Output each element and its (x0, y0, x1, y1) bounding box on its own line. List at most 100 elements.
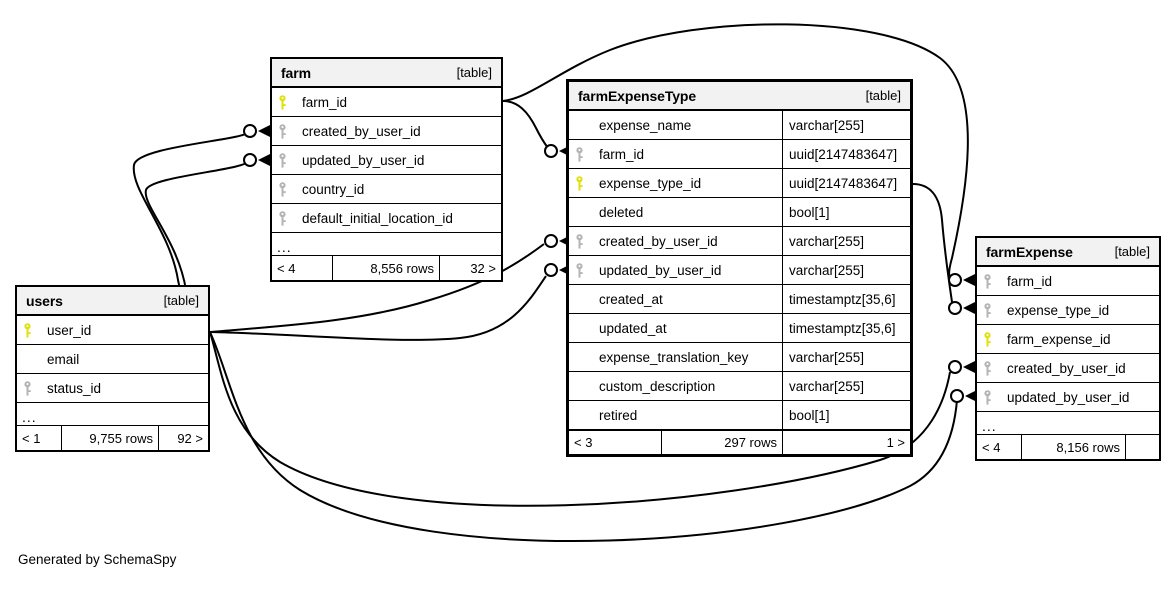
table-row[interactable]: farm_expense_id (977, 325, 1159, 354)
table-row[interactable]: expense_type_id (977, 296, 1159, 325)
table-farmexpense[interactable]: farmExpense [table] farm_id expense_type… (975, 236, 1161, 461)
column-name: updated_at (599, 320, 667, 336)
key-icon-primary (17, 316, 37, 344)
table-row[interactable]: farm_id (272, 88, 501, 117)
key-slot-empty (569, 198, 589, 226)
table-row[interactable]: default_initial_location_id (272, 204, 501, 233)
key-icon-foreign (272, 146, 292, 174)
key-icon-foreign (272, 117, 292, 145)
column-name: email (47, 351, 80, 367)
table-farm-tag: [table] (456, 65, 492, 80)
table-row[interactable]: expense_type_id uuid[2147483647] (569, 169, 910, 198)
key-icon-primary (977, 325, 997, 353)
key-slot-empty (569, 111, 589, 139)
table-farm[interactable]: farm [table] farm_id created_by_user_id … (270, 57, 503, 282)
child-count[interactable]: 32 > (439, 256, 501, 280)
child-count[interactable] (1125, 435, 1159, 459)
row-count: 297 rows (661, 431, 782, 454)
key-icon-foreign (977, 383, 997, 411)
column-type: varchar[255] (782, 372, 910, 400)
column-type: uuid[2147483647] (782, 169, 910, 197)
table-row[interactable]: updated_by_user_id (977, 383, 1159, 412)
table-row[interactable]: email (17, 345, 208, 374)
column-type: uuid[2147483647] (782, 140, 910, 168)
table-users-tag: [table] (163, 293, 199, 308)
generator-credit: Generated by SchemaSpy (18, 552, 177, 567)
key-icon-foreign (977, 267, 997, 295)
more-columns-indicator: ... (17, 403, 208, 426)
table-row[interactable]: user_id (17, 316, 208, 345)
key-icon-foreign (977, 296, 997, 324)
key-icon-foreign (272, 175, 292, 203)
table-row[interactable]: created_by_user_id (977, 354, 1159, 383)
key-slot-empty (569, 343, 589, 371)
column-name: default_initial_location_id (302, 210, 453, 226)
column-type: varchar[255] (782, 111, 910, 139)
table-farmexpensetype-header: farmExpenseType [table] (569, 82, 910, 111)
column-name: created_at (599, 291, 663, 307)
table-farmexpense-header: farmExpense [table] (977, 238, 1159, 267)
table-farm-title: farm (281, 64, 311, 81)
key-icon-foreign (569, 256, 589, 284)
column-name: custom_description (599, 378, 716, 394)
table-row[interactable]: country_id (272, 175, 501, 204)
table-users-footer: < 1 9,755 rows 92 > (17, 426, 208, 450)
table-row[interactable]: updated_at timestamptz[35,6] (569, 314, 910, 343)
column-name: retired (599, 407, 638, 423)
column-name: created_by_user_id (599, 233, 718, 249)
table-users[interactable]: users [table] user_id email status_id ..… (15, 285, 210, 452)
table-row[interactable]: deleted bool[1] (569, 198, 910, 227)
table-row[interactable]: updated_by_user_id (272, 146, 501, 175)
table-row[interactable]: created_at timestamptz[35,6] (569, 285, 910, 314)
table-farm-header: farm [table] (272, 59, 501, 88)
table-row[interactable]: farm_id (977, 267, 1159, 296)
key-slot-empty (569, 285, 589, 313)
child-count[interactable]: 92 > (158, 426, 208, 450)
table-row[interactable]: updated_by_user_id varchar[255] (569, 256, 910, 285)
key-slot-empty (569, 314, 589, 342)
column-name: user_id (47, 322, 92, 338)
table-row[interactable]: expense_translation_key varchar[255] (569, 343, 910, 372)
table-farmexpense-footer: < 4 8,156 rows (977, 435, 1159, 459)
column-name: expense_type_id (1007, 302, 1110, 318)
table-row[interactable]: status_id (17, 374, 208, 403)
table-farmexpense-tag: [table] (1114, 244, 1150, 259)
key-icon-foreign (272, 204, 292, 232)
parent-count[interactable]: < 1 (22, 430, 41, 446)
column-name: farm_expense_id (1007, 331, 1111, 347)
key-icon-primary (569, 169, 589, 197)
column-name: expense_type_id (599, 175, 702, 191)
key-icon-foreign (17, 374, 37, 402)
more-columns-indicator: ... (977, 412, 1159, 435)
parent-count[interactable]: < 3 (574, 435, 593, 450)
table-farmexpensetype[interactable]: farmExpenseType [table] expense_name var… (566, 79, 913, 457)
table-row[interactable]: created_by_user_id varchar[255] (569, 227, 910, 256)
column-name: expense_name (599, 117, 692, 133)
table-row[interactable]: farm_id uuid[2147483647] (569, 140, 910, 169)
parent-count[interactable]: < 4 (982, 439, 1001, 455)
parent-count[interactable]: < 4 (277, 260, 296, 276)
table-row[interactable]: expense_name varchar[255] (569, 111, 910, 140)
column-name: deleted (599, 204, 644, 220)
table-users-title: users (26, 292, 63, 309)
column-name: created_by_user_id (1007, 360, 1126, 376)
column-type: timestamptz[35,6] (782, 314, 910, 342)
column-type: timestamptz[35,6] (782, 285, 910, 313)
table-farmexpensetype-tag: [table] (865, 88, 901, 103)
table-row[interactable]: created_by_user_id (272, 117, 501, 146)
key-slot-empty (17, 345, 37, 373)
table-farmexpensetype-title: farmExpenseType (578, 87, 697, 104)
key-icon-foreign (569, 227, 589, 255)
table-row[interactable]: custom_description varchar[255] (569, 372, 910, 401)
table-row[interactable]: retired bool[1] (569, 401, 910, 430)
key-slot-empty (569, 401, 589, 429)
column-name: status_id (47, 380, 102, 396)
column-name: updated_by_user_id (1007, 389, 1130, 405)
child-count[interactable]: 1 > (782, 431, 910, 454)
column-type: varchar[255] (782, 227, 910, 255)
row-count: 8,156 rows (1021, 435, 1125, 459)
column-name: farm_id (599, 146, 645, 162)
column-type: bool[1] (782, 198, 910, 226)
key-slot-empty (569, 372, 589, 400)
